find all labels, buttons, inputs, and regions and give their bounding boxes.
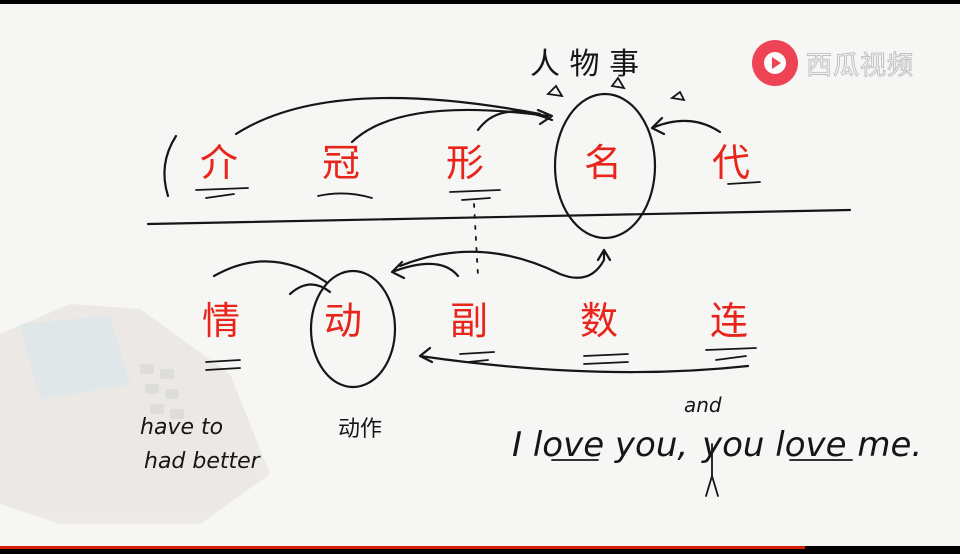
- arc-modal-to-verb: [214, 261, 326, 282]
- pos-adjective: 形: [446, 141, 484, 185]
- noun-annotation: 人 物 事: [530, 47, 639, 82]
- pos-article: 冠: [322, 141, 360, 185]
- watermark: 西瓜视频: [752, 40, 914, 86]
- play-icon: [752, 40, 798, 86]
- example-sentence-part2: you love me.: [701, 425, 922, 465]
- arc-conjunction-to-verb: [420, 348, 748, 372]
- pos-conjunction: 连: [710, 299, 748, 343]
- divider-line: [148, 210, 850, 224]
- pos-modal: 情: [202, 299, 240, 343]
- dotted-link: [474, 204, 478, 276]
- modal-example-2: had better: [144, 449, 262, 474]
- pos-noun: 名: [584, 141, 622, 185]
- pos-numeral: 数: [580, 299, 618, 343]
- underline-mark: [318, 193, 372, 198]
- underline-mark: [460, 352, 494, 362]
- watermark-text: 西瓜视频: [806, 45, 914, 82]
- verb-note: 动作: [338, 417, 382, 442]
- underline-mark: [706, 348, 756, 360]
- pos-adverb: 副: [450, 299, 488, 343]
- arc-pronoun-to-noun: [652, 118, 720, 134]
- whiteboard: 介 冠 形 名 代 人 物 事 情 动 副 数 连: [0, 4, 960, 550]
- bracket-mark: [164, 136, 176, 196]
- underline-mark: [584, 354, 628, 364]
- pos-pronoun: 代: [712, 141, 750, 185]
- progress-bar: [0, 546, 960, 554]
- pos-preposition: 介: [200, 141, 238, 185]
- underline-mark: [196, 188, 248, 198]
- arc-article-to-noun: [352, 110, 548, 142]
- example-sentence-part1: I love you,: [512, 425, 688, 465]
- underline-mark: [450, 190, 500, 200]
- pos-verb: 动: [324, 299, 362, 343]
- modal-example-1: have to: [140, 415, 223, 440]
- inserted-word: and: [684, 393, 722, 417]
